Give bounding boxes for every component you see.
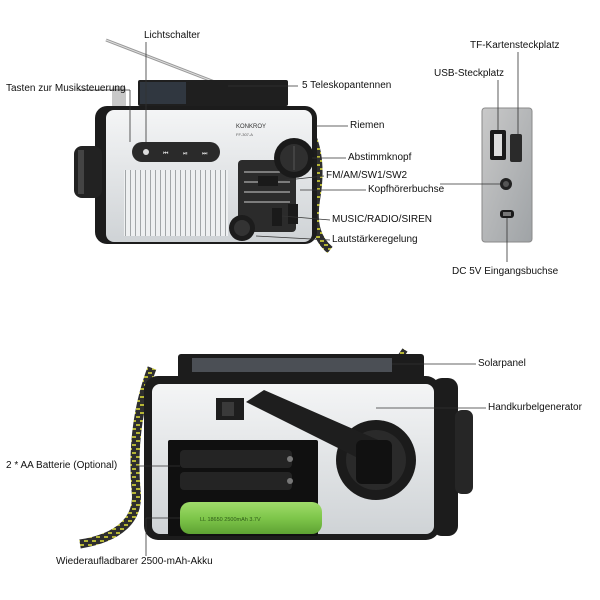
hand-crank xyxy=(246,390,416,500)
side-knob xyxy=(455,410,473,494)
label-dc-input: DC 5V Eingangsbuchse xyxy=(452,266,559,277)
label-tf-slot: TF-Kartensteckplatz xyxy=(470,40,560,51)
mode-switch xyxy=(272,208,282,226)
label-usb-slot: USB-Steckplatz xyxy=(434,68,505,79)
speaker-grille xyxy=(124,170,228,236)
svg-text:⏯: ⏯ xyxy=(183,151,188,157)
brand-text: KONKROY xyxy=(236,124,266,130)
label-hand-crank: Handkurbelgenerator xyxy=(488,402,582,413)
solar-panel xyxy=(192,358,392,372)
label-telescopic-antennas: 5 Teleskopantennen xyxy=(302,80,392,91)
radio-front-view: ⏮ ⏯ ⏭ KONKROY FF-307-A xyxy=(74,38,333,254)
label-headphone-jack: Kopfhörerbuchse xyxy=(368,184,445,195)
label-rechargeable-battery: Wiederaufladbarer 2500-mAh-Akku xyxy=(56,556,213,567)
svg-text:⏮: ⏮ xyxy=(163,151,169,157)
battery-print-text: LL 18650 2500mAh 3.7V xyxy=(200,517,261,523)
label-solar-panel: Solarpanel xyxy=(478,358,526,369)
label-tuning-knob: Abstimmknopf xyxy=(348,152,412,163)
rechargeable-battery xyxy=(180,502,322,534)
radio-back-view: LL 18650 2500mAh 3.7V xyxy=(79,348,473,549)
band-switch xyxy=(258,176,278,186)
side-port-panel xyxy=(481,107,533,243)
aa-battery-1 xyxy=(180,450,292,468)
strap-bottom xyxy=(79,366,157,549)
label-volume-control: Lautstärkeregelung xyxy=(332,234,418,245)
tf-card-slot xyxy=(510,134,522,162)
aa-battery-2 xyxy=(180,472,292,490)
label-bands: FM/AM/SW1/SW2 xyxy=(326,170,408,181)
label-mode-switch: MUSIC/RADIO/SIREN xyxy=(332,214,433,225)
music-button-strip xyxy=(132,142,220,162)
label-strap: Riemen xyxy=(350,120,385,131)
callout-lines xyxy=(78,42,519,556)
label-light-switch: Lichtschalter xyxy=(144,30,201,41)
model-text: FF-307-A xyxy=(236,132,253,137)
label-aa-batteries: 2 * AA Batterie (Optional) xyxy=(6,460,118,471)
svg-text:⏭: ⏭ xyxy=(202,151,208,157)
label-music-buttons: Tasten zur Musiksteuerung xyxy=(6,83,126,94)
